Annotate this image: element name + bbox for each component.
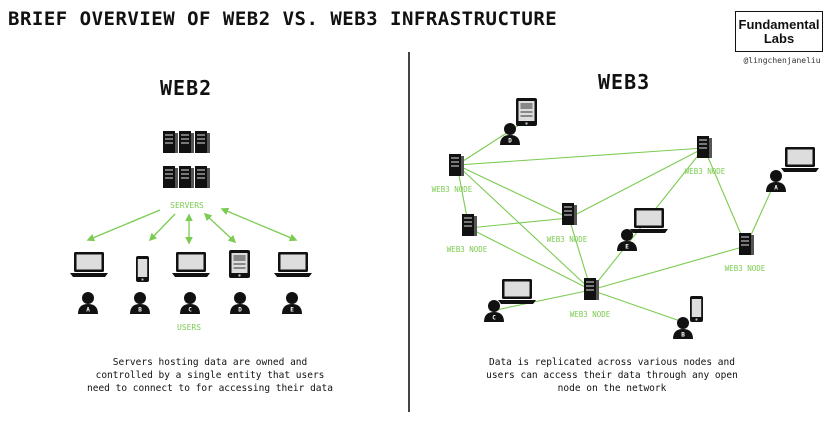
user-letter: C (188, 307, 192, 314)
brand-line-1: Fundamental (738, 16, 820, 32)
web3-node-label: WEB3 NODE (570, 310, 611, 319)
user-letter: D (508, 138, 512, 145)
web3-node-label: WEB3 NODE (685, 167, 726, 176)
laptop-icon (781, 147, 819, 172)
web3-heading: WEB3 (598, 70, 651, 94)
web2-server-cluster (163, 131, 210, 188)
web2-user-b: B (130, 256, 150, 314)
user-letter: A (86, 307, 90, 314)
user-letter: E (290, 307, 294, 314)
web2-heading: WEB2 (160, 76, 213, 100)
web3-mesh-lines (456, 124, 776, 323)
user-letter: C (492, 315, 496, 322)
web3-user-d: D (500, 98, 537, 145)
web2-arrows (86, 207, 298, 245)
brand-line-2: Labs (763, 30, 795, 46)
web2-users-label: USERS (177, 323, 201, 332)
web3-caption-line: Data is replicated across various nodes … (489, 357, 735, 368)
web3-nodes (449, 136, 754, 300)
user-letter: B (138, 307, 142, 314)
web3-user-c: C (484, 279, 536, 322)
web2-caption: Servers hosting data are owned and contr… (60, 356, 360, 395)
web2-caption-line: need to connect to for accessing their d… (87, 383, 333, 394)
tablet-icon (516, 98, 537, 126)
web3-user-b: B (673, 296, 703, 339)
section-divider (408, 52, 410, 412)
web3-node-label: WEB3 NODE (547, 235, 588, 244)
web3-users: A B C D E (484, 98, 819, 339)
web2-servers-label: SERVERS (170, 201, 204, 210)
web2-caption-line: Servers hosting data are owned and (112, 357, 308, 368)
user-letter: A (774, 185, 778, 192)
web2-user-c: C (172, 252, 210, 314)
web2-caption-line: controlled by a single entity that users (95, 370, 325, 381)
laptop-icon (70, 252, 108, 277)
web2-user-a: A (70, 252, 108, 314)
web3-caption: Data is replicated across various nodes … (462, 356, 762, 395)
user-letter: B (681, 332, 685, 339)
brand-logo: Fundamental Labs (735, 11, 823, 52)
web3-node-label: WEB3 NODE (447, 245, 488, 254)
page-title: BRIEF OVERVIEW OF WEB2 VS. WEB3 INFRASTR… (8, 8, 558, 30)
web2-user-e: E (274, 252, 312, 314)
user-letter: D (238, 307, 242, 314)
web3-node-label: WEB3 NODE (432, 185, 473, 194)
web3-caption-line: users can access their data through any … (486, 370, 738, 381)
author-handle: @lingchenjaneliu (743, 56, 821, 65)
laptop-icon (630, 208, 668, 233)
web3-user-a: A (766, 147, 819, 192)
laptop-icon (274, 252, 312, 277)
laptop-icon (498, 279, 536, 304)
phone-icon (690, 296, 703, 322)
laptop-icon (172, 252, 210, 277)
web3-node-label: WEB3 NODE (725, 264, 766, 273)
phone-icon (136, 256, 149, 282)
web2-users: A B C D E (70, 250, 312, 314)
tablet-icon (229, 250, 250, 278)
user-letter: E (625, 244, 629, 251)
web3-user-e: E (617, 208, 668, 251)
web2-user-d: D (229, 250, 250, 314)
web3-caption-line: node on the network (557, 383, 667, 394)
